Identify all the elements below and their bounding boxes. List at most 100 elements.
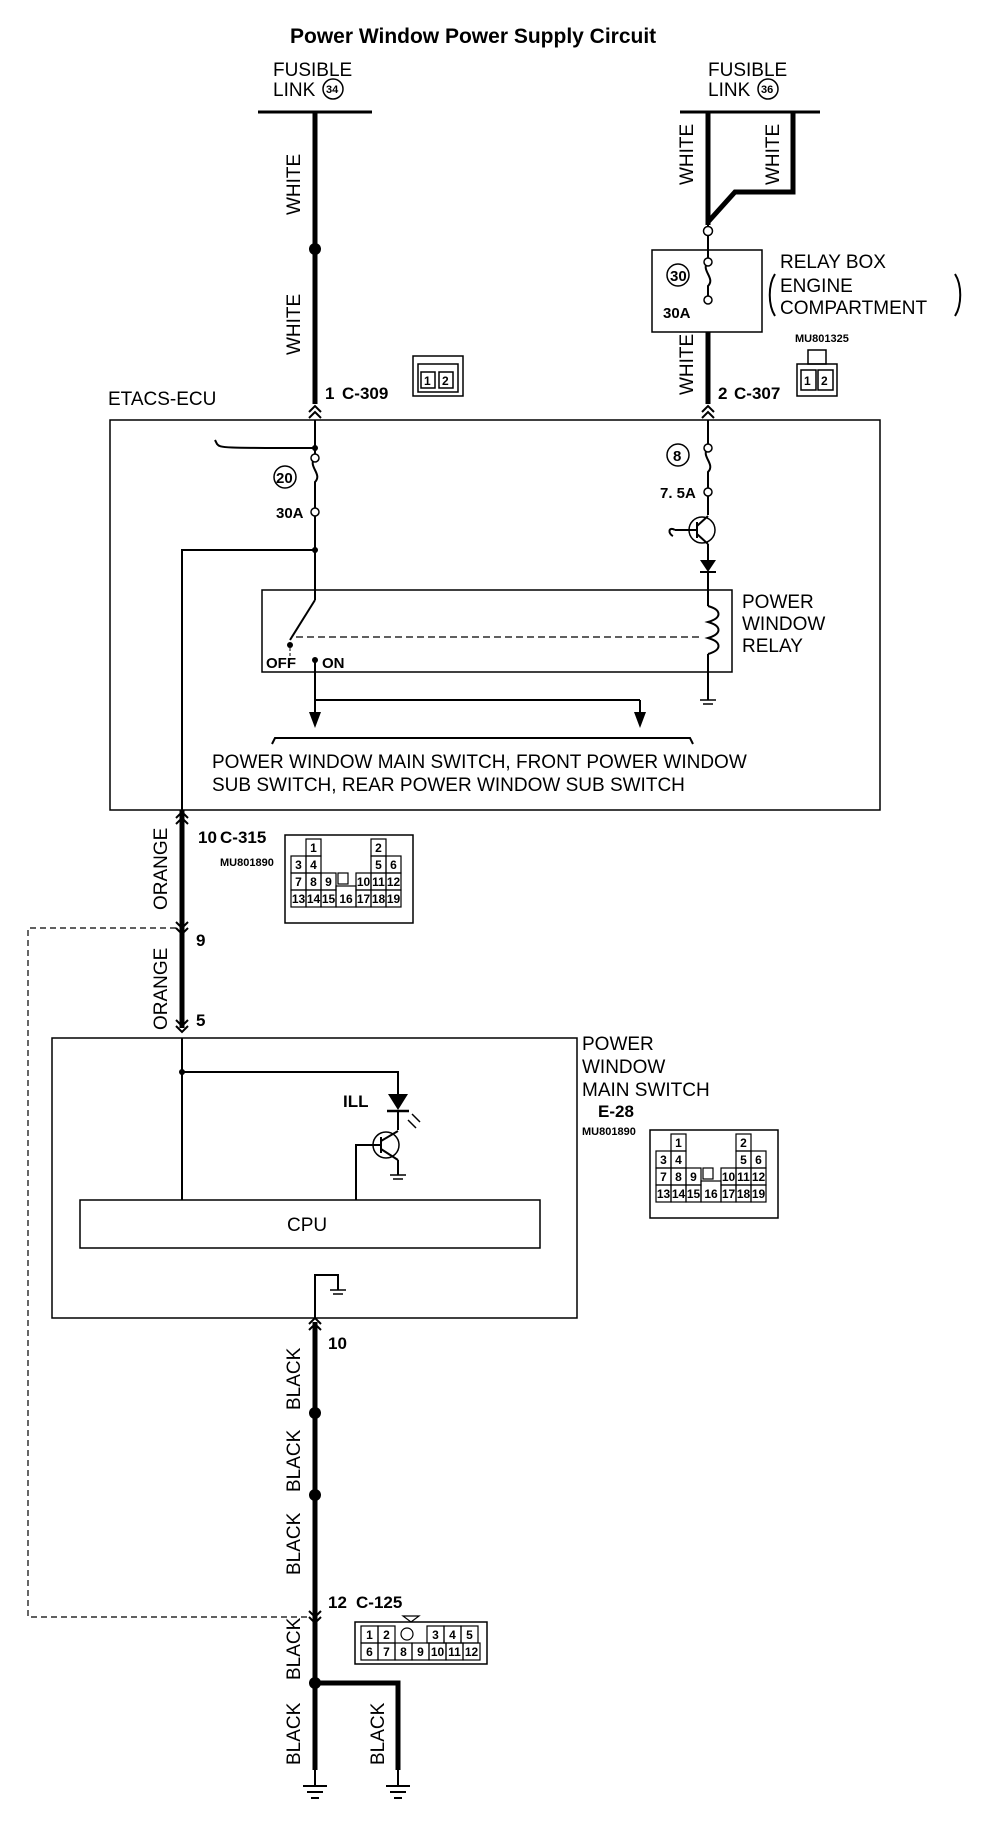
- e28-pin-out: 10: [328, 1334, 347, 1353]
- relay-diode: [700, 560, 716, 573]
- pin-number: 1: [675, 1136, 682, 1150]
- pin-number: 13: [657, 1187, 671, 1201]
- pin-number: 19: [752, 1187, 766, 1201]
- relay-box-terminal-top: [702, 225, 714, 237]
- pin-number: 11: [372, 875, 385, 889]
- pin-number: 3: [432, 1628, 439, 1642]
- relay-coil: [704, 605, 720, 655]
- pin-number: 5: [466, 1628, 473, 1642]
- wire-label-black-2: BLACK: [284, 1429, 305, 1492]
- c307-connector-icon: 1 2: [796, 349, 838, 397]
- pin-number: 7: [295, 875, 302, 889]
- switch-ground-icon: [330, 1289, 346, 1295]
- pin-number: 12: [752, 1170, 766, 1184]
- fusible-link-36-label: FUSIBLE: [708, 60, 787, 81]
- main-switch-label-2: WINDOW: [582, 1057, 665, 1078]
- relay-box-paren-left: [768, 273, 776, 317]
- pin-number: 18: [737, 1187, 751, 1201]
- etacs-orange-junction: [312, 547, 318, 553]
- ground-icon-right: [386, 1770, 410, 1799]
- c307-terminal-mark: [701, 404, 715, 419]
- pin-number: 5: [740, 1153, 747, 1167]
- pin-number: 2: [383, 1628, 390, 1642]
- splice-black-2: [309, 1489, 321, 1501]
- fuse-8-term-b: [703, 487, 713, 497]
- pin-number: 10: [722, 1170, 736, 1184]
- wire-label-black-4: BLACK: [284, 1617, 305, 1680]
- relay-ground-icon: [700, 699, 716, 705]
- pin-cell: [337, 872, 349, 885]
- c307-name: C-307: [734, 384, 780, 403]
- ground-icon-left: [303, 1770, 327, 1799]
- relay-on-label: ON: [322, 655, 345, 672]
- ill-label: ILL: [343, 1092, 369, 1111]
- pin-number: 11: [737, 1170, 750, 1184]
- c125-name: C-125: [356, 1593, 402, 1612]
- pin-number: 6: [366, 1645, 373, 1659]
- relay-box-label2: ENGINE: [780, 276, 853, 297]
- pin-number: 8: [675, 1170, 682, 1184]
- output-arrow-2: [634, 712, 646, 728]
- fusible-link-34-number: 34: [326, 84, 339, 96]
- fuse-20-rating: 30A: [276, 505, 304, 522]
- pin-number: 7: [383, 1645, 390, 1659]
- pin-number: 13: [292, 892, 306, 906]
- pin-number: 12: [465, 1645, 479, 1659]
- etacs-ecu-label: ETACS-ECU: [108, 389, 216, 410]
- svg-text:1: 1: [424, 374, 431, 388]
- pin-number: 9: [417, 1645, 424, 1659]
- ill-transistor-icon: [355, 1130, 406, 1200]
- ill-led-icon: [387, 1094, 421, 1129]
- e28-pin-in: 5: [196, 1011, 205, 1030]
- pin-number: 15: [322, 892, 336, 906]
- relay-label-1: POWER: [742, 592, 814, 613]
- relay-box-fuse-term-b: [703, 295, 713, 305]
- pin-number: 3: [660, 1153, 667, 1167]
- svg-text:2: 2: [821, 374, 828, 388]
- e28-name: E-28: [598, 1102, 634, 1121]
- connector-key-tab: [401, 1615, 421, 1623]
- pin-number: 2: [375, 841, 382, 855]
- fusible-link-34-label: FUSIBLE: [273, 60, 352, 81]
- connector-hole: [400, 1627, 414, 1641]
- outputs-line-1: POWER WINDOW MAIN SWITCH, FRONT POWER WI…: [212, 752, 747, 773]
- c309-name: C-309: [342, 384, 388, 403]
- power-window-relay-box: [261, 589, 733, 673]
- etacs-left-junction: [312, 445, 318, 451]
- main-switch-label-1: POWER: [582, 1034, 654, 1055]
- wire-label-white-3: WHITE: [677, 124, 698, 185]
- svg-text:1: 1: [804, 374, 811, 388]
- pin-number: 15: [687, 1187, 701, 1201]
- c315-pin-a: 10: [198, 828, 217, 847]
- c125-terminal-mark: [308, 1610, 322, 1625]
- fuse-20-symbol: [311, 457, 319, 512]
- wire-label-white-2: WHITE: [284, 294, 305, 355]
- switch-internal-ground: [314, 1274, 339, 1318]
- relay-box-fuse-number: 30: [670, 268, 687, 285]
- pin-number: 3: [295, 858, 302, 872]
- fuse-20-number: 20: [276, 470, 293, 487]
- pin-number: 9: [325, 875, 332, 889]
- c309-terminal-mark: [308, 404, 322, 419]
- fuse-8-rating: 7. 5A: [660, 485, 696, 502]
- pin-number: 4: [449, 1628, 456, 1642]
- relay-box-fuse-circle: [666, 263, 690, 287]
- c309-connector-icon: 1 2: [412, 355, 464, 397]
- fusible-link-36-circle: [757, 78, 779, 100]
- pin-cell: [702, 1167, 714, 1180]
- wire-label-white-4: WHITE: [763, 124, 784, 185]
- connector-outline: [649, 1129, 779, 1219]
- led-feed: [182, 1071, 399, 1094]
- wire-black-branch: [315, 1680, 401, 1770]
- fuse-8-symbol: [704, 447, 712, 490]
- pin-number: 19: [387, 892, 401, 906]
- pin-number: 6: [390, 858, 397, 872]
- c307-part-number: MU801325: [795, 333, 849, 345]
- pin-number: 12: [387, 875, 401, 889]
- pin-number: 1: [310, 841, 317, 855]
